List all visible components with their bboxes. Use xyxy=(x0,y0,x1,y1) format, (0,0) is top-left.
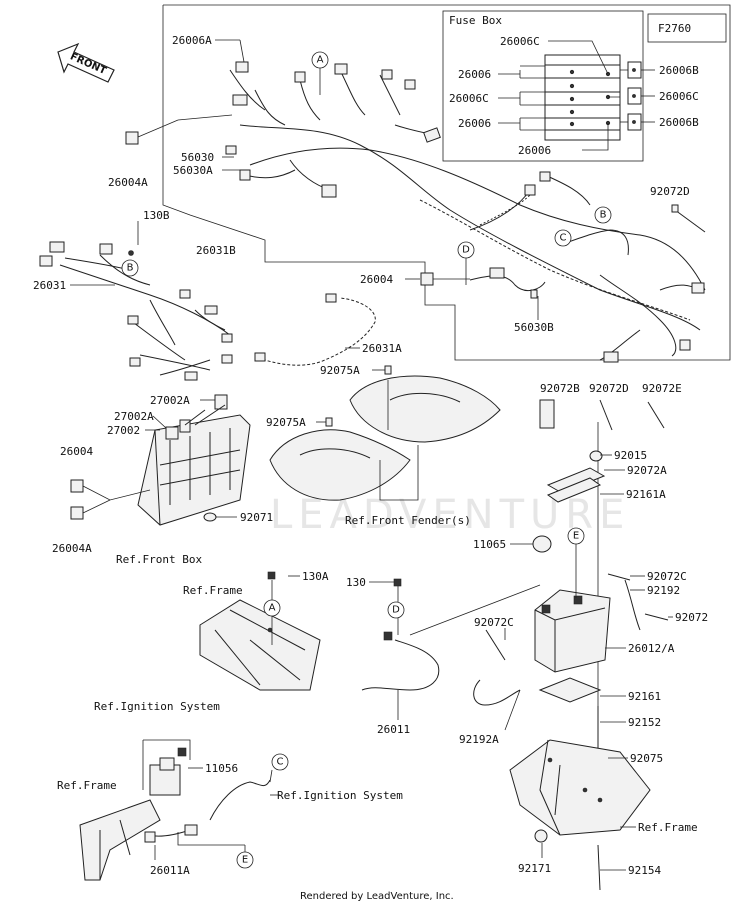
callouts: A B B C D E A D C E xyxy=(121,51,612,869)
label-26006C-left: 26006C xyxy=(449,92,489,105)
figure-code-text: F2760 xyxy=(658,22,691,35)
callout-e-ignition: E xyxy=(242,855,248,866)
battery-group xyxy=(473,399,669,763)
part-26004A-connector-top xyxy=(125,114,233,145)
label-26006-fuse-2: 26006 xyxy=(458,117,491,130)
label-26006B-1: 26006B xyxy=(659,64,699,77)
reference-labels: Ref.Front Fender(s) Ref.Front Box Ref.Fr… xyxy=(57,514,698,834)
ref-frame-3: Ref.Frame xyxy=(638,821,698,834)
harness-26031A xyxy=(254,293,376,366)
left-harness-26031 xyxy=(39,241,233,381)
callout-c-ignition: C xyxy=(277,757,284,768)
label-56030A: 56030A xyxy=(173,164,213,177)
label-130A: 130A xyxy=(302,570,329,583)
figure-code: F2760 xyxy=(647,13,727,43)
harness-D-segment xyxy=(420,267,546,299)
main-wiring-harness xyxy=(225,61,706,363)
label-26004-mid: 26004 xyxy=(360,273,393,286)
label-130: 130 xyxy=(346,576,366,589)
label-11065: 11065 xyxy=(473,538,506,551)
battery-tray xyxy=(509,739,651,891)
label-56030: 56030 xyxy=(181,151,214,164)
label-92075: 92075 xyxy=(630,752,663,765)
footer-credit: Rendered by LeadVenture, Inc. xyxy=(300,891,454,902)
callout-d-cable: D xyxy=(392,605,400,616)
label-26004A-top: 26004A xyxy=(108,176,148,189)
label-26012A: 26012/A xyxy=(628,642,675,655)
label-26031B: 26031B xyxy=(196,244,236,257)
fuse-box-title: Fuse Box xyxy=(449,14,502,27)
label-26011A: 26011A xyxy=(150,864,190,877)
label-26006A: 26006A xyxy=(172,34,212,47)
label-92072C-left: 92072C xyxy=(474,616,514,629)
callout-b-left: B xyxy=(127,263,134,274)
label-92072A: 92072A xyxy=(627,464,667,477)
callout-a-frame: A xyxy=(269,603,276,614)
label-92075A-2: 92075A xyxy=(266,416,306,429)
label-92072D-mid: 92072D xyxy=(589,382,629,395)
label-27002: 27002 xyxy=(107,424,140,437)
part-labels: 26006A 26004A 56030 56030A 26031B 130B 2… xyxy=(33,34,708,877)
part-92072D-cable-tie-top xyxy=(671,204,706,233)
label-92171: 92171 xyxy=(518,862,551,875)
fuse-box-inset: Fuse Box xyxy=(442,10,699,162)
callout-d-top: D xyxy=(462,245,470,256)
ref-front-box: Ref.Front Box xyxy=(116,553,202,566)
label-92072E: 92072E xyxy=(642,382,682,395)
front-fenders xyxy=(269,365,501,501)
ref-frame-1: Ref.Frame xyxy=(183,584,243,597)
callout-b-right: B xyxy=(600,210,607,221)
frame-section-A xyxy=(199,571,321,691)
label-27002A-2: 27002A xyxy=(114,410,154,423)
label-92192: 92192 xyxy=(647,584,680,597)
label-92072D-top: 92072D xyxy=(650,185,690,198)
label-26006-fuse: 26006 xyxy=(458,68,491,81)
label-26006C-right: 26006C xyxy=(659,90,699,103)
label-92161A: 92161A xyxy=(626,488,666,501)
left-connectors xyxy=(70,479,151,520)
label-11056: 11056 xyxy=(205,762,238,775)
label-26006B-2: 26006B xyxy=(659,116,699,129)
ref-ignition-2: Ref.Ignition System xyxy=(277,789,403,802)
label-92072: 92072 xyxy=(675,611,708,624)
label-26031A: 26031A xyxy=(362,342,402,355)
ref-front-fenders: Ref.Front Fender(s) xyxy=(345,514,471,527)
label-26006-bottom: 26006 xyxy=(518,144,551,157)
ignition-frame-group xyxy=(79,739,273,881)
leader-lines xyxy=(70,39,673,871)
label-92072B: 92072B xyxy=(540,382,580,395)
battery-cable-26011 xyxy=(361,578,541,720)
label-26006C-top: 26006C xyxy=(500,35,540,48)
ref-frame-2: Ref.Frame xyxy=(57,779,117,792)
ref-ignition-1: Ref.Ignition System xyxy=(94,700,220,713)
label-92072C-right: 92072C xyxy=(647,570,687,583)
label-92152: 92152 xyxy=(628,716,661,729)
label-27002A-1: 27002A xyxy=(150,394,190,407)
label-92075A-1: 92075A xyxy=(320,364,360,377)
callout-a-top: A xyxy=(317,55,324,66)
callout-c-top: C xyxy=(560,233,567,244)
label-26031: 26031 xyxy=(33,279,66,292)
label-92161: 92161 xyxy=(628,690,661,703)
label-92154: 92154 xyxy=(628,864,661,877)
label-92071: 92071 xyxy=(240,511,273,524)
label-92015: 92015 xyxy=(614,449,647,462)
label-130B: 130B xyxy=(143,209,170,222)
callout-e-battery: E xyxy=(573,531,579,542)
label-92192A: 92192A xyxy=(459,733,499,746)
label-26011: 26011 xyxy=(377,723,410,736)
label-56030B: 56030B xyxy=(514,321,554,334)
label-26004A-left: 26004A xyxy=(52,542,92,555)
label-26004-left: 26004 xyxy=(60,445,93,458)
front-box xyxy=(137,394,251,526)
front-arrow: FRONT xyxy=(57,42,115,83)
